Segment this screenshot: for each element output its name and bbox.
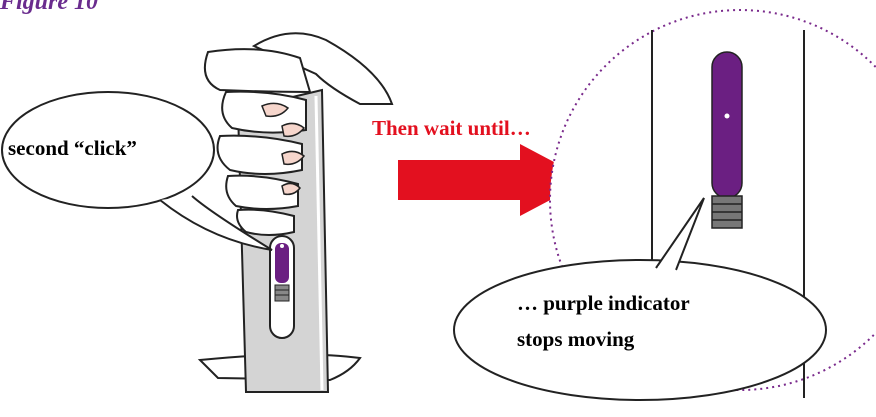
pen-viewing-window bbox=[270, 236, 294, 338]
purple-indicator-label: … purple indicator bbox=[517, 291, 690, 316]
wait-until-label: Then wait until… bbox=[372, 116, 531, 141]
stops-moving-label: stops moving bbox=[517, 327, 634, 352]
figure-title: Figure 10 bbox=[0, 0, 98, 14]
second-click-label: second “click” bbox=[8, 136, 137, 161]
